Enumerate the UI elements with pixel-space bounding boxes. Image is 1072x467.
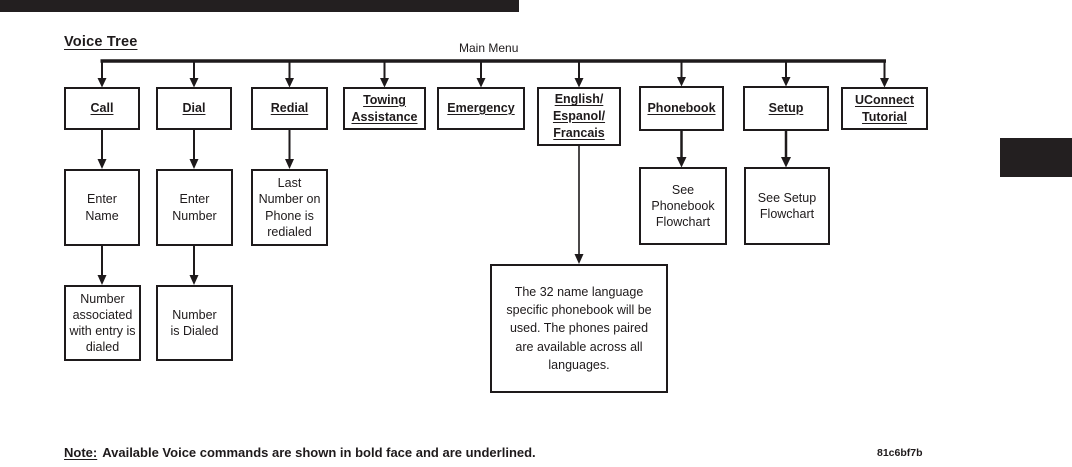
connector-dial-enter-number: [189, 129, 199, 169]
flow-box-last-number-redialed-label: Last Number on Phone is redialed: [258, 176, 321, 239]
flow-box-number-associated-dialed-label: Number associated with entry is dialed: [69, 291, 136, 355]
menu-box-call-label: Call: [90, 101, 114, 116]
menu-box-dial: Dial: [156, 87, 232, 130]
figure-id: 81c6bf7b: [877, 447, 923, 459]
note-prefix: Note:: [64, 445, 98, 460]
menu-box-dial-label: Dial: [182, 101, 206, 116]
menu-box-language: English/ Espanol/ Francais: [537, 87, 621, 146]
flow-box-enter-name-label: Enter Name: [85, 192, 119, 223]
menu-box-uconnect-tutorial-label: UConnect Tutorial: [854, 92, 915, 124]
rail-drop-towing: [380, 59, 389, 88]
flow-box-language-info-label: The 32 name language specific phonebook …: [506, 285, 652, 372]
flow-box-number-is-dialed: Number is Dialed: [156, 285, 233, 361]
rail-drop-dial: [189, 59, 199, 88]
top-black-bar: [0, 0, 519, 12]
menu-box-towing-assistance-label: Towing Assistance: [351, 92, 418, 124]
menu-box-uconnect-tutorial: UConnect Tutorial: [841, 87, 928, 130]
note-line: Note: Available Voice commands are shown …: [64, 445, 536, 460]
menu-box-redial: Redial: [251, 87, 328, 130]
connector-enter-name-result: [97, 246, 107, 285]
flow-box-enter-name: Enter Name: [64, 169, 140, 246]
menu-box-setup-label: Setup: [768, 101, 804, 116]
note-text: Available Voice commands are shown in bo…: [102, 445, 536, 460]
menu-box-phonebook: Phonebook: [639, 86, 724, 131]
right-page-tab: [1000, 138, 1072, 177]
connector-call-enter-name: [97, 129, 107, 169]
rail-drop-phonebook: [677, 59, 686, 87]
flow-box-number-is-dialed-label: Number is Dialed: [170, 307, 219, 338]
rail-drop-redial: [285, 59, 294, 88]
menu-box-redial-label: Redial: [270, 101, 309, 116]
page-title: Voice Tree: [64, 34, 138, 50]
connector-enter-number-result: [189, 246, 199, 285]
flow-box-see-phonebook-flowchart-label: See Phonebook Flowchart: [651, 182, 715, 230]
menu-box-emergency-label: Emergency: [447, 101, 515, 116]
flow-box-see-setup-flowchart: See Setup Flowchart: [744, 167, 830, 245]
menu-box-phonebook-label: Phonebook: [647, 101, 716, 116]
rail-drop-uconnect: [880, 59, 889, 88]
connector-phonebook-flowchart: [676, 131, 687, 168]
rail-drop-call: [97, 59, 107, 88]
flow-box-language-info: The 32 name language specific phonebook …: [490, 264, 668, 393]
rail-drop-emergency: [476, 59, 486, 88]
menu-box-language-label: English/ Espanol/ Francais: [552, 92, 606, 140]
flow-box-number-associated-dialed: Number associated with entry is dialed: [64, 285, 141, 361]
flow-box-see-phonebook-flowchart: See Phonebook Flowchart: [639, 167, 727, 245]
flow-box-enter-number-label: Enter Number: [172, 192, 217, 223]
rail-drop-language: [574, 59, 584, 88]
flow-box-enter-number: Enter Number: [156, 169, 233, 246]
connector-language-info: [574, 146, 584, 264]
flow-box-last-number-redialed: Last Number on Phone is redialed: [251, 169, 328, 246]
rail-drop-setup: [781, 59, 791, 87]
menu-box-setup: Setup: [743, 86, 829, 131]
menu-box-call: Call: [64, 87, 140, 130]
connector-redial-last-number: [285, 129, 294, 169]
menu-box-towing-assistance: Towing Assistance: [343, 87, 426, 130]
flow-box-see-setup-flowchart-label: See Setup Flowchart: [757, 190, 817, 221]
menu-box-emergency: Emergency: [437, 87, 525, 130]
main-menu-label: Main Menu: [459, 41, 519, 55]
connector-setup-flowchart: [781, 131, 791, 168]
